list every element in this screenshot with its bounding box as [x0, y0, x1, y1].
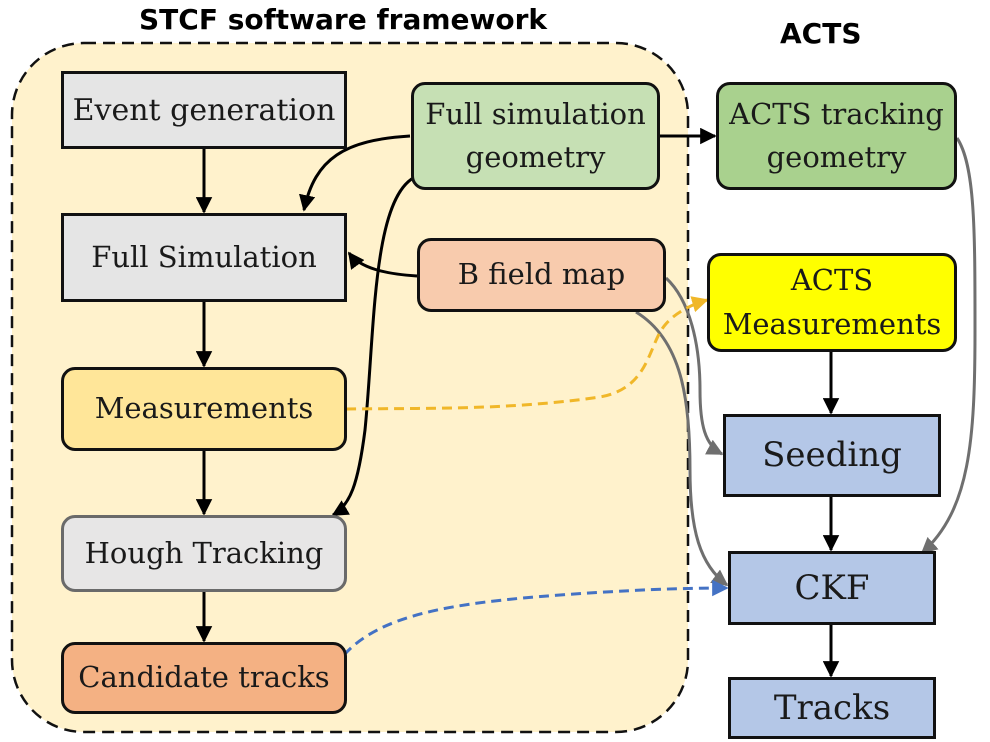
b-field-map-node: B field map: [417, 238, 666, 312]
acts-geometry-label-line1: ACTS tracking: [729, 96, 944, 131]
arrow-acts-geometry-to-ckf: [920, 137, 977, 555]
arrow-bfield-to-ckf: [635, 310, 729, 587]
arrow-geometry-to-hough: [331, 174, 418, 517]
hough-tracking-node: Hough Tracking: [61, 515, 347, 592]
ckf-label: CKF: [794, 567, 870, 608]
full-simulation-node: Full Simulation: [61, 213, 347, 302]
event-generation-node: Event generation: [61, 71, 347, 149]
arrow-measurements-to-acts-meas: [345, 296, 709, 411]
full-simulation-label: Full Simulation: [91, 239, 317, 274]
tracks-label: Tracks: [773, 687, 891, 728]
acts-tracking-geometry-node: ACTS tracking geometry: [716, 82, 957, 190]
arrow-geometry-to-fullsim: [299, 134, 411, 212]
acts-measurements-label-line2: Measurements: [722, 306, 942, 341]
full-sim-geometry-label-line1: Full simulation: [425, 96, 646, 131]
seeding-label: Seeding: [762, 435, 902, 475]
event-generation-label: Event generation: [72, 92, 336, 128]
acts-measurements-node: ACTS Measurements: [707, 253, 957, 352]
b-field-map-label: B field map: [457, 257, 626, 292]
seeding-node: Seeding: [723, 414, 941, 497]
measurements-node: Measurements: [61, 367, 347, 451]
ckf-node: CKF: [728, 551, 936, 625]
framework-title: STCF software framework: [139, 3, 548, 36]
acts-geometry-label-line2: geometry: [766, 140, 907, 174]
full-simulation-geometry-node: Full simulation geometry: [411, 82, 660, 190]
acts-title: ACTS: [780, 17, 862, 50]
acts-measurements-label-line1: ACTS: [790, 263, 874, 297]
measurements-label: Measurements: [94, 391, 314, 426]
full-sim-geometry-label-line2: geometry: [465, 140, 606, 174]
arrow-bfield-to-fullsim: [347, 251, 418, 278]
tracks-node: Tracks: [728, 677, 936, 739]
hough-tracking-label: Hough Tracking: [84, 535, 324, 570]
candidate-tracks-label: Candidate tracks: [78, 660, 330, 695]
candidate-tracks-node: Candidate tracks: [61, 642, 347, 714]
arrow-bfield-to-seeding: [664, 276, 724, 456]
arrow-candidates-to-ckf: [342, 579, 729, 657]
